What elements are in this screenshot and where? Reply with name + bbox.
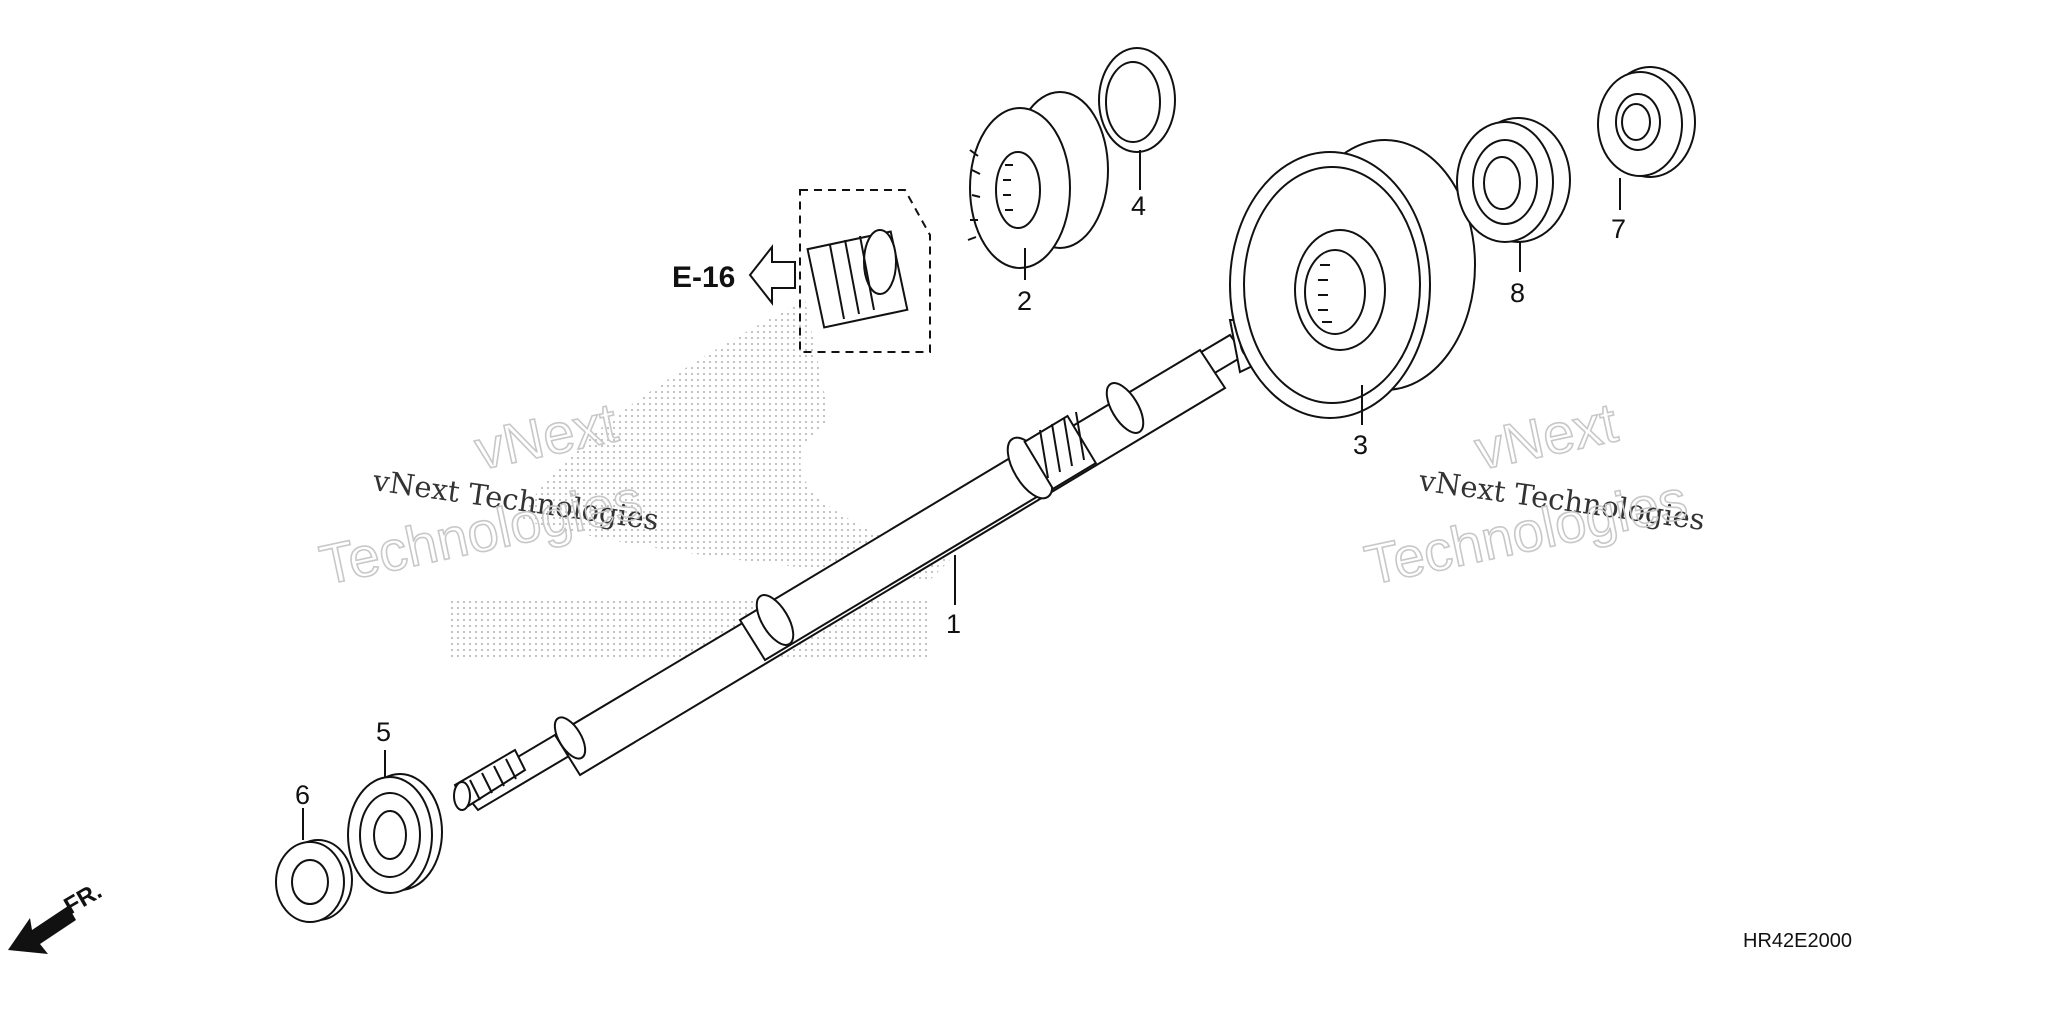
callout-4: 4	[1131, 191, 1146, 221]
reference-arrow	[748, 244, 796, 306]
front-arrow-icon	[8, 906, 76, 954]
reference-box	[799, 189, 931, 353]
main-shaft	[453, 319, 1267, 812]
callout-5: 5	[376, 717, 391, 747]
reference-label: E-16	[672, 261, 735, 294]
callout-1: 1	[946, 609, 961, 639]
washer	[1098, 47, 1176, 153]
watermark-left: vNext Technologies vNext Technologies	[314, 389, 661, 597]
callout-8: 8	[1510, 278, 1525, 308]
bearing-left	[347, 773, 443, 894]
small-gear	[967, 91, 1109, 269]
diagram-code: HR42E2000	[1743, 930, 1852, 952]
callout-7: 7	[1611, 214, 1626, 244]
callout-2: 2	[1017, 286, 1032, 316]
seal-left	[275, 839, 353, 923]
bearing-right-small	[1597, 66, 1696, 178]
large-gear	[1229, 139, 1476, 419]
callout-3: 3	[1353, 430, 1368, 460]
watermark-right: vNext Technologies vNext Technologies	[1359, 389, 1707, 597]
bearing-right-large	[1456, 117, 1571, 243]
watermark-right-line2: vNext	[1469, 390, 1623, 481]
leader-lines	[302, 150, 1621, 840]
callout-6: 6	[295, 780, 310, 810]
honda-watermark-shape	[450, 300, 950, 658]
